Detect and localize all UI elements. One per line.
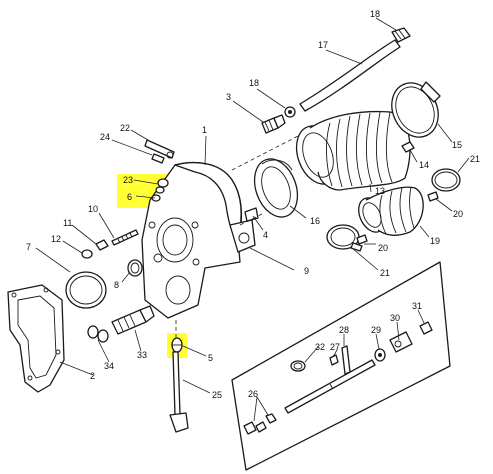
- strap-22: [144, 139, 175, 159]
- tube-25: [169, 351, 189, 433]
- screw-20-right: [427, 191, 439, 202]
- callout-21-right: 21: [470, 154, 480, 164]
- callout-10: 10: [88, 204, 98, 214]
- bellows-13: [295, 110, 411, 191]
- callout-28: 28: [339, 325, 349, 335]
- clamp-15: [391, 81, 441, 138]
- callout-20-lower: 20: [378, 243, 388, 253]
- callout-6: 6: [127, 192, 132, 202]
- callout-33: 33: [137, 350, 147, 360]
- callout-30: 30: [390, 313, 400, 323]
- callout-labels: 1 2 3 4 5 6 7 8 9 10 11 12 13 14 15 16 1…: [26, 9, 480, 400]
- callout-18-mid: 18: [249, 78, 259, 88]
- callout-14: 14: [419, 160, 429, 170]
- callout-24: 24: [100, 132, 110, 142]
- clamp-21-right: [431, 168, 461, 192]
- fitting-3: [261, 114, 286, 134]
- ring-16: [253, 158, 299, 218]
- callout-21-lower: 21: [380, 268, 390, 278]
- leader-lines: [35, 17, 470, 422]
- fitting-18-mid: [284, 106, 296, 118]
- callout-22: 22: [120, 123, 130, 133]
- callout-5: 5: [208, 353, 213, 363]
- fitting-33: [111, 305, 155, 335]
- fitting-18-top: [391, 27, 411, 43]
- callout-31: 31: [412, 301, 422, 311]
- washer-29: [374, 348, 386, 362]
- grommet-5: [171, 337, 183, 353]
- fitting-6: [151, 178, 169, 202]
- callout-27: 27: [330, 342, 340, 352]
- callout-20-right: 20: [453, 209, 463, 219]
- inset-box: [231, 261, 451, 471]
- fitting-28: [341, 345, 351, 375]
- washer-12: [81, 249, 93, 259]
- housing-1: [141, 162, 259, 319]
- callout-9: 9: [304, 266, 309, 276]
- callout-12: 12: [51, 234, 61, 244]
- callout-29: 29: [371, 325, 381, 335]
- callout-16: 16: [310, 216, 320, 226]
- o-ring-7: [65, 271, 107, 309]
- fitting-31: [419, 321, 433, 335]
- callout-8: 8: [114, 280, 119, 290]
- tube-27: [284, 359, 376, 414]
- callout-3: 3: [226, 92, 231, 102]
- callout-34: 34: [104, 361, 114, 371]
- callout-2: 2: [90, 371, 95, 381]
- nut-11: [95, 239, 109, 251]
- callout-19: 19: [430, 236, 440, 246]
- stud-10: [111, 229, 139, 246]
- callout-17: 17: [318, 40, 328, 50]
- tube-assembly-26: [243, 413, 277, 435]
- screw-20-lower: [356, 234, 368, 245]
- callout-7: 7: [26, 242, 31, 252]
- callout-11: 11: [63, 218, 72, 228]
- callout-26: 26: [248, 389, 258, 399]
- callout-23: 23: [123, 175, 133, 185]
- callout-4: 4: [263, 230, 268, 240]
- callout-32: 32: [315, 342, 325, 352]
- gasket-2: [7, 284, 65, 393]
- plug-30: [389, 331, 413, 353]
- centerline-upper: [231, 134, 301, 171]
- washer-32: [290, 360, 306, 372]
- callout-13: 13: [375, 186, 385, 196]
- callout-1: 1: [202, 125, 207, 135]
- o-ring-8: [127, 259, 143, 277]
- screw-14: [401, 141, 415, 153]
- callout-18-top: 18: [370, 9, 380, 19]
- hose-17: [299, 39, 401, 112]
- screw-24: [151, 153, 165, 164]
- callout-25: 25: [212, 390, 222, 400]
- callout-15: 15: [452, 140, 462, 150]
- bellows-19: [358, 186, 424, 236]
- o-rings-34: [87, 325, 109, 343]
- clamp-21-lower: [326, 224, 363, 252]
